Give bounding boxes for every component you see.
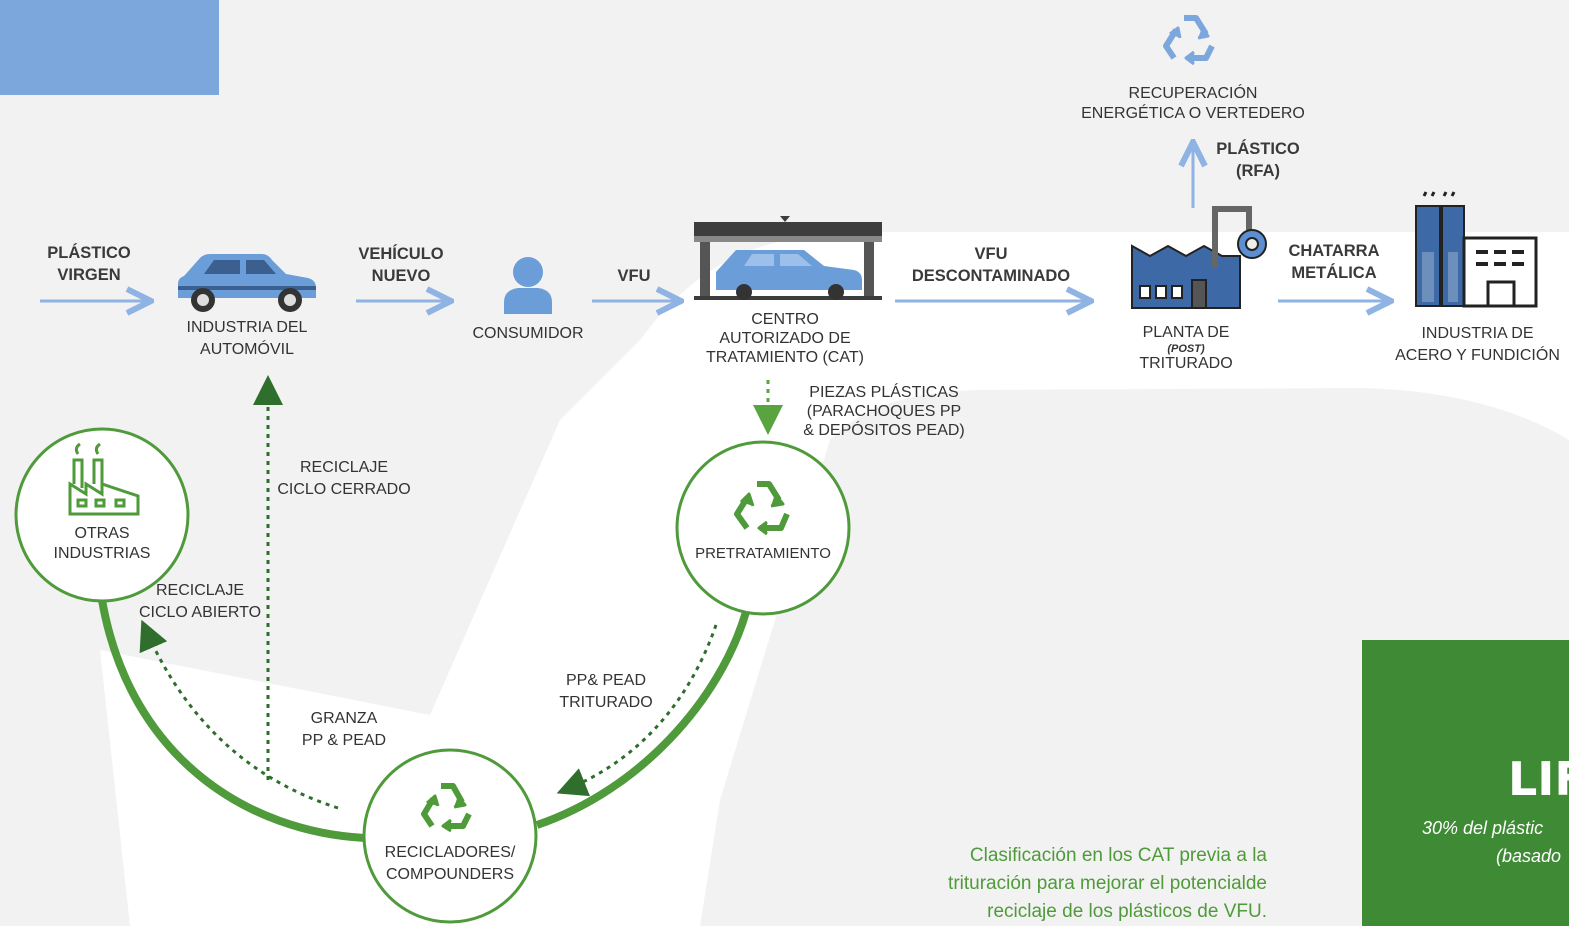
- arrow-ciclo-abierto: [139, 619, 339, 810]
- arrow-pp-pead: [556, 624, 718, 797]
- factory-outline-icon: [68, 442, 140, 516]
- label-planta-triturado: PLANTA DE (POST) TRITURADO: [1139, 324, 1233, 372]
- person-icon: [504, 257, 552, 314]
- car-icon: [178, 254, 316, 312]
- factory-icon: [1131, 206, 1267, 309]
- corner-tab: [0, 0, 219, 95]
- label-pretratamiento: PRETRATAMIENTO: [695, 545, 831, 562]
- panel-subtitle-2: (basado: [1496, 846, 1562, 866]
- green-cycle-arc: [98, 599, 366, 842]
- label-recicladores: RECICLADORES/COMPOUNDERS: [384, 844, 516, 883]
- industry-icon: [1415, 191, 1538, 308]
- recycle-icon-blue: [1163, 15, 1215, 66]
- recycle-icon-pretratamiento: [734, 481, 790, 536]
- info-panel: LIF 30% del plástic (basado: [1362, 640, 1569, 926]
- label-piezas-plasticas: PIEZAS PLÁSTICAS(PARACHOQUES PP& DEPÓSIT…: [803, 384, 965, 439]
- label-consumidor: CONSUMIDOR: [472, 325, 584, 342]
- background-shape-inner: [700, 388, 1569, 926]
- panel-subtitle-1: 30% del plástic: [1422, 818, 1544, 838]
- green-cycle-arc-right: [535, 610, 750, 829]
- panel-title: LIF: [1508, 752, 1569, 806]
- label-vfu: VFU: [617, 267, 651, 285]
- cat-garage-icon: [694, 216, 882, 300]
- label-plastico-rfa: PLÁSTICO(RFA): [1216, 140, 1300, 180]
- recicladores-circle: [362, 748, 538, 924]
- recycle-icon-recicladores: [421, 783, 472, 833]
